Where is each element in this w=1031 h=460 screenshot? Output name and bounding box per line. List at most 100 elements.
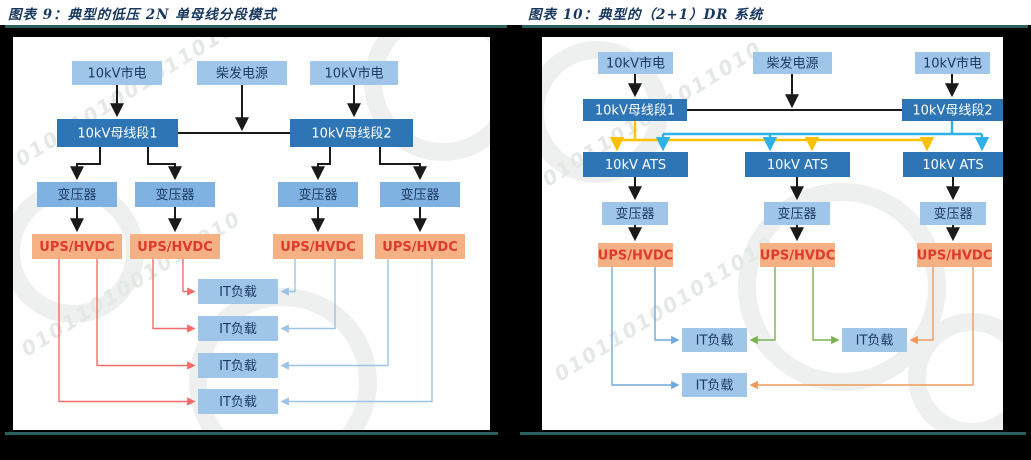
figure10-title: 图表 10：典型的（2+1）DR 系统: [528, 7, 764, 23]
node-transformer-1: 变压器: [37, 182, 117, 207]
node-label: UPS/HVDC: [382, 240, 457, 255]
watermark: 0101101001011010 0101101001011010: [542, 37, 1003, 430]
node-label: 变压器: [615, 206, 654, 222]
node-transformer-1: 变压器: [602, 202, 668, 225]
node-label: 柴发电源: [766, 56, 818, 72]
feed-ups3l-itload1: [280, 259, 296, 296]
rule-top-right: [522, 25, 1028, 28]
node-label: 10kV ATS: [605, 158, 666, 173]
node-bus2: 10kV母线段2: [290, 119, 413, 147]
node-bus2: 10kV母线段2: [902, 99, 1003, 121]
node-label: 变压器: [155, 187, 194, 203]
node-bus1: 10kV母线段1: [583, 99, 687, 121]
feed-ups4r-itload4: [280, 259, 433, 406]
arrow-bus2-transformer4: [379, 147, 427, 181]
arrow-bus1-transformer1: [70, 147, 101, 181]
node-label: 变压器: [298, 187, 337, 203]
node-label: IT负载: [696, 334, 734, 349]
node-itload-topright: IT负载: [842, 328, 907, 352]
node-diesel: 柴发电源: [197, 61, 287, 85]
node-ats-1: 10kV ATS: [583, 152, 688, 177]
fig9-black-connectors: [70, 85, 427, 233]
node-utility-2: 10kV市电: [310, 61, 398, 85]
node-label: 10kV市电: [88, 66, 147, 82]
node-label: IT负载: [219, 395, 257, 410]
node-label: 10kV母线段2: [912, 104, 992, 119]
node-label: IT负载: [219, 322, 257, 337]
node-utility-1: 10kV市电: [598, 52, 673, 74]
node-label: IT负载: [696, 379, 734, 394]
node-transformer-2: 变压器: [135, 182, 215, 207]
feed-ups1l-itload-b: [611, 267, 680, 390]
node-label: 10kV市电: [923, 56, 982, 72]
feed-ups2l-itload-tl: [749, 267, 776, 345]
figure9-diagram: 0101101001011010 0101101001011010 10kV市电: [13, 37, 490, 430]
node-utility-2: 10kV市电: [915, 52, 990, 74]
node-label: 10kV市电: [325, 66, 384, 82]
node-utility-1: 10kV市电: [72, 61, 162, 85]
node-bus1: 10kV母线段1: [57, 119, 178, 147]
node-label: 10kV市电: [606, 56, 665, 72]
node-ups-2: UPS/HVDC: [760, 243, 835, 267]
node-ats-3: 10kV ATS: [903, 152, 1003, 177]
node-label: 变压器: [400, 187, 439, 203]
node-ups-4: UPS/HVDC: [375, 234, 465, 259]
feed-ups3r-itload-b: [749, 267, 974, 390]
node-itload-4: IT负载: [198, 389, 278, 414]
rule-bottom-right: [520, 432, 1026, 435]
node-label: 变压器: [777, 206, 816, 222]
node-label: UPS/HVDC: [137, 240, 212, 255]
feed-ups1r-itload3: [96, 259, 196, 370]
node-itload-1: IT负载: [198, 279, 278, 304]
node-label: UPS/HVDC: [280, 240, 355, 255]
node-ups-3: UPS/HVDC: [273, 234, 363, 259]
node-itload-topleft: IT负载: [682, 328, 747, 352]
fig9-a-side-feeds: [58, 259, 196, 406]
node-ats-2: 10kV ATS: [745, 152, 850, 177]
node-diesel: 柴发电源: [753, 52, 832, 74]
arrow-bus1-transformer2: [147, 147, 182, 181]
node-label: 变压器: [57, 187, 96, 203]
watermark-digits: 0101101001011010: [13, 37, 240, 171]
node-ups-2: UPS/HVDC: [130, 234, 220, 259]
figure9-title: 图表 9：典型的低压 2N 单母线分段模式: [8, 7, 277, 23]
node-itload-2: IT负载: [198, 316, 278, 341]
figure10-diagram: 0101101001011010 0101101001011010: [542, 37, 1003, 430]
node-transformer-3: 变压器: [278, 182, 358, 207]
fig10-black-connectors: [628, 74, 960, 242]
node-label: 柴发电源: [216, 66, 268, 82]
node-itload-bottom: IT负载: [682, 373, 747, 397]
node-label: 10kV ATS: [767, 158, 828, 173]
figure-caption-bar: 图表 9：典型的低压 2N 单母线分段模式 图表 10：典型的（2+1）DR 系…: [0, 0, 1031, 25]
node-transformer-2: 变压器: [764, 202, 830, 225]
arrow-bus2-transformer3: [311, 147, 331, 181]
node-label: 10kV母线段2: [311, 127, 391, 142]
feed-ups3l-itload-tr: [909, 267, 934, 345]
node-label: 变压器: [933, 206, 972, 222]
node-transformer-3: 变压器: [920, 202, 986, 225]
node-label: UPS/HVDC: [598, 249, 673, 264]
feed-ups2l-itload2: [152, 259, 196, 333]
feed-ups1r-itload-tl: [654, 267, 680, 345]
node-ups-3: UPS/HVDC: [917, 243, 992, 267]
node-label: UPS/HVDC: [917, 249, 992, 264]
node-label: 10kV母线段1: [77, 127, 157, 142]
rule-top-left: [5, 25, 507, 28]
node-ups-1: UPS/HVDC: [32, 234, 122, 259]
feed-ups3r-itload2: [280, 259, 336, 333]
node-label: 10kV ATS: [922, 158, 983, 173]
node-label: UPS/HVDC: [39, 240, 114, 255]
node-itload-3: IT负载: [198, 353, 278, 378]
feed-ups2r-itload1: [182, 259, 196, 296]
fig10-ups-feeds: [611, 267, 974, 390]
node-label: UPS/HVDC: [760, 249, 835, 264]
node-label: 10kV母线段1: [595, 104, 675, 119]
node-label: IT负载: [219, 285, 257, 300]
node-ups-1: UPS/HVDC: [598, 243, 673, 267]
node-label: IT负载: [856, 334, 894, 349]
feed-ups2r-itload-tr: [812, 267, 840, 345]
figure10-panel: 0101101001011010 0101101001011010: [542, 37, 1003, 430]
node-label: IT负载: [219, 359, 257, 374]
figure9-panel: 0101101001011010 0101101001011010 10kV市电: [13, 37, 490, 430]
node-transformer-4: 变压器: [380, 182, 460, 207]
